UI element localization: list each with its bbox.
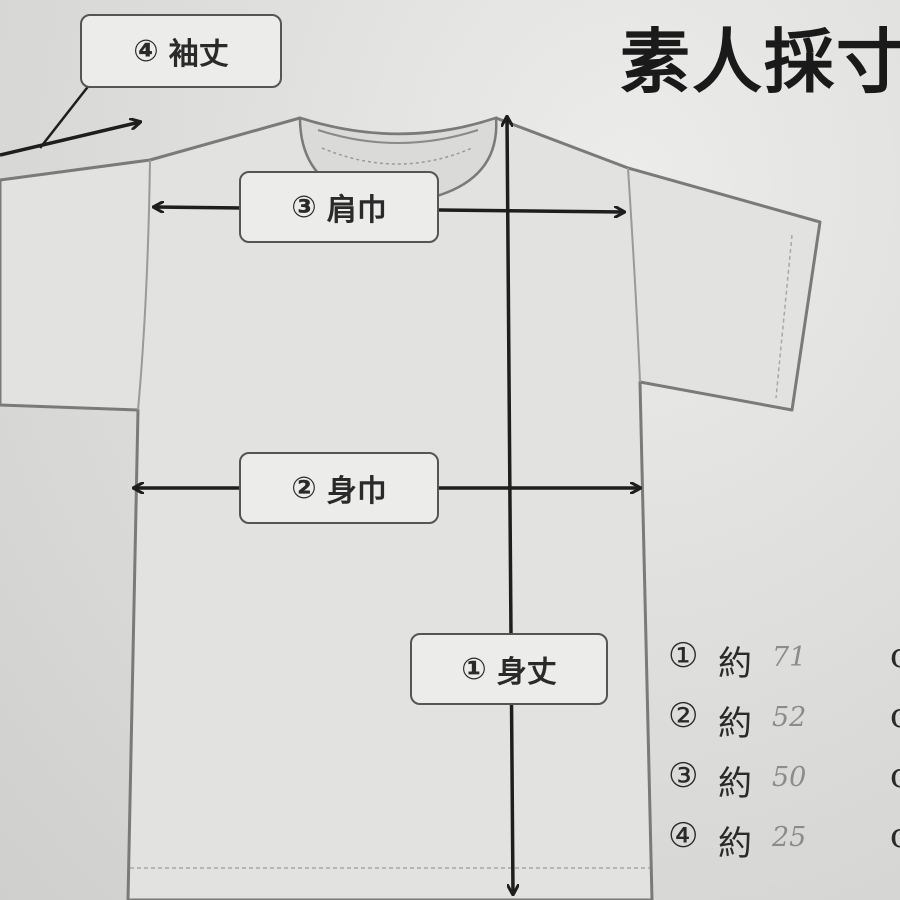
length-arrow [507, 117, 513, 894]
measurement-unit: c [890, 756, 900, 796]
measurement-prefix: 約 [718, 644, 752, 684]
label-length-text: 身丈 [496, 655, 557, 690]
measurement-index: ③ [668, 756, 699, 796]
label-sleeve-number: ④ [133, 33, 159, 69]
measurement-index: ④ [668, 816, 699, 856]
label-chest-width: ② 身巾 [239, 452, 439, 524]
sleeve-arrow [0, 122, 140, 157]
label-chest-number: ② [291, 470, 317, 506]
measurement-index: ② [668, 696, 699, 736]
page-title: 素人採寸 [620, 20, 900, 103]
sleeve-leader-line [39, 83, 91, 149]
label-sleeve-text: 袖丈 [168, 37, 229, 72]
measurement-unit: c [890, 816, 900, 856]
measurement-value: 71 [772, 642, 807, 673]
measurement-prefix: 約 [718, 764, 752, 804]
measurement-value: 52 [772, 702, 807, 733]
right-sleeve-seam [627, 167, 641, 383]
collar-inner [317, 129, 479, 144]
label-shoulder-text: 肩巾 [326, 193, 387, 228]
measurement-unit: c [890, 636, 900, 676]
label-shoulder-number: ③ [291, 189, 317, 225]
measurement-value: 25 [772, 822, 807, 853]
measurement-index: ① [668, 636, 699, 676]
left-sleeve-seam [137, 159, 151, 411]
measurement-prefix: 約 [718, 704, 752, 744]
measurement-prefix: 約 [718, 824, 752, 864]
label-sleeve-length: ④ 袖丈 [80, 14, 282, 88]
right-sleeve-hem [775, 234, 793, 399]
measurement-value: 50 [772, 762, 807, 793]
label-chest-text: 身巾 [326, 474, 387, 509]
measurement-unit: c [890, 696, 900, 736]
collar-rib [321, 147, 473, 165]
label-shoulder-width: ③ 肩巾 [239, 171, 439, 243]
label-body-length: ① 身丈 [410, 633, 608, 705]
label-length-number: ① [461, 651, 487, 687]
